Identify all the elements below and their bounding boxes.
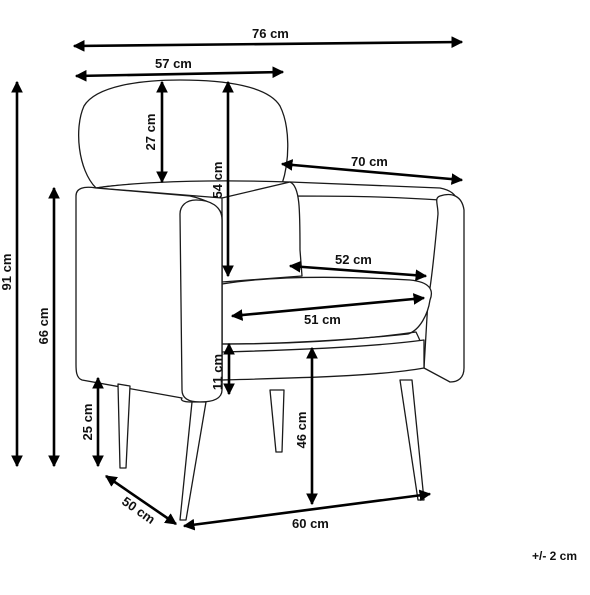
leg-back-left	[117, 383, 131, 469]
seat-depth-label: 52 cm	[335, 252, 372, 267]
base-depth-line	[105, 474, 177, 526]
overall-width-label: 76 cm	[252, 26, 289, 41]
base-width-line	[182, 489, 432, 531]
front-base	[221, 339, 425, 381]
right-armrest	[423, 193, 465, 383]
seat-width-label: 51 cm	[304, 312, 341, 327]
base-width-label: 60 cm	[292, 516, 329, 531]
dimension-labels: 76 cm 57 cm 27 cm 54 cm 70 cm 91 cm 66 c…	[0, 26, 577, 563]
overall-depth-line	[280, 159, 464, 185]
armrest-height-label: 66 cm	[36, 308, 51, 345]
armrest-front-face	[179, 199, 223, 403]
overall-depth-label: 70 cm	[351, 154, 388, 169]
backrest-width-label: 57 cm	[155, 56, 192, 71]
backrest-height-label: 27 cm	[143, 114, 158, 151]
overall-width-line	[72, 36, 464, 52]
backrest-width-line	[74, 66, 285, 82]
headrest-cushion	[78, 79, 289, 189]
leg-height-label: 25 cm	[80, 404, 95, 441]
seat-depth-line	[288, 260, 428, 282]
tolerance-note: +/- 2 cm	[532, 549, 577, 563]
dimension-lines	[11, 36, 464, 531]
seat-thickness-label: 11 cm	[210, 354, 225, 390]
overall-height-label: 91 cm	[0, 254, 14, 291]
leg-front-left	[179, 401, 207, 521]
seat-width-line	[230, 293, 426, 321]
leg-back-right	[269, 389, 285, 453]
seat-height-label: 46 cm	[294, 412, 309, 449]
leg-front-right	[399, 379, 425, 501]
back-height-label: 54 cm	[210, 162, 225, 199]
